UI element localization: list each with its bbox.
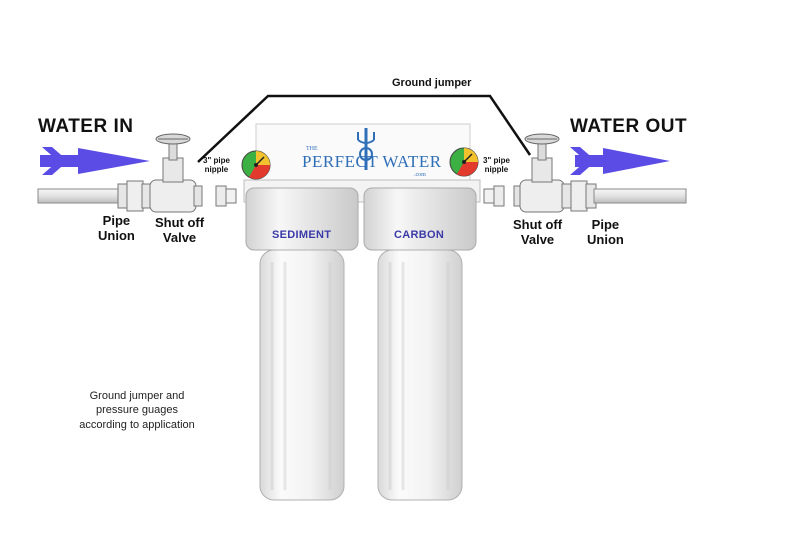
- brand-top: THE: [306, 146, 318, 152]
- water-in-label: WATER IN: [38, 116, 134, 137]
- pipe-union-right: [561, 180, 597, 212]
- ground-jumper-wire: [197, 94, 532, 163]
- outlet-pipe: [593, 188, 687, 204]
- shut-off-valve-left: [149, 133, 203, 213]
- water-out-arrow: [570, 147, 670, 175]
- ground-jumper-label: Ground jumper: [392, 77, 472, 89]
- pipe-nipple-right: [483, 185, 505, 207]
- brand-logo-icon: [357, 128, 375, 170]
- water-in-arrow: [40, 147, 150, 175]
- sediment-label: SEDIMENT: [272, 229, 332, 241]
- carbon-housing: [363, 187, 477, 501]
- pipe-union-left: [117, 180, 153, 212]
- pipe-nipple-left: [215, 185, 237, 207]
- mounting-bracket: [255, 123, 471, 181]
- brand-suffix: .com: [414, 172, 426, 178]
- carbon-label: CARBON: [394, 229, 445, 241]
- brand-name: PERFECT WATER: [302, 152, 442, 171]
- water-out-label: WATER OUT: [570, 116, 688, 137]
- ground-jumper-note: Ground jumper and pressure guages accord…: [79, 390, 195, 431]
- sediment-housing: [245, 187, 359, 501]
- inlet-pipe: [37, 188, 121, 204]
- pressure-gauge-right: [449, 147, 479, 177]
- pressure-gauge-left: [241, 150, 271, 180]
- shut-off-valve-right: [513, 133, 565, 213]
